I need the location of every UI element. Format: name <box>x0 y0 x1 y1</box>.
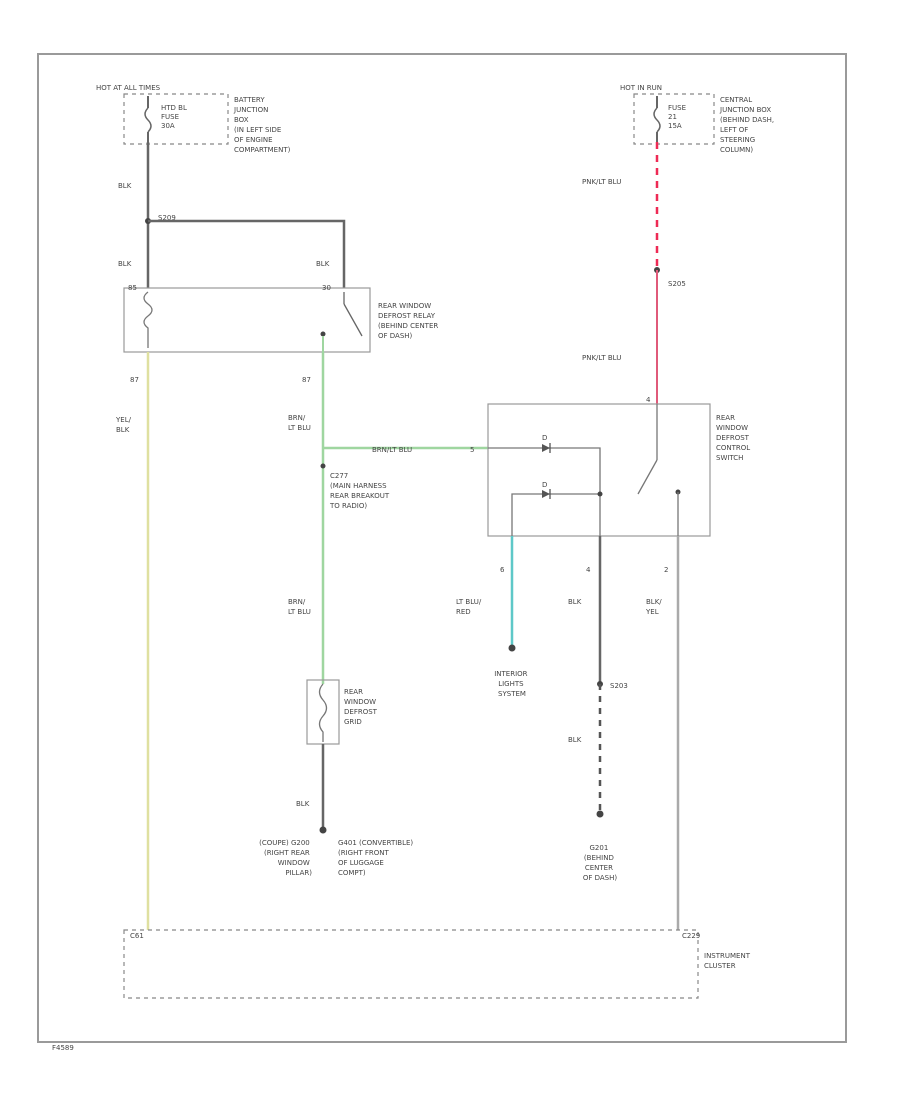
switch-internals <box>488 404 681 536</box>
blk-label-3: BLK <box>316 260 330 268</box>
relay-coil <box>143 291 153 348</box>
wire-s209-to-relay <box>148 219 346 288</box>
brn-ltblu-label-1: BRN/ LT BLU <box>288 414 311 432</box>
hot-in-run-label: HOT IN RUN <box>620 84 662 92</box>
central-junction-box-outline <box>633 93 715 145</box>
g201-label: G201 (BEHIND CENTER OF DASH) <box>583 844 618 882</box>
fuse-right-label: FUSE 21 15A <box>668 104 688 130</box>
yel-blk-label: YEL/ BLK <box>115 416 133 434</box>
blk-grid-label: BLK <box>296 800 310 808</box>
hot-at-all-times-label: HOT AT ALL TIMES <box>96 84 161 92</box>
ltblu-red-label: LT BLU/ RED <box>456 598 484 616</box>
footer-code: F4589 <box>52 1044 74 1052</box>
c277-label: C277 (MAIN HARNESS REAR BREAKOUT TO RADI… <box>329 472 391 510</box>
instrument-cluster-box <box>123 929 699 999</box>
interior-lights-terminal <box>508 644 516 652</box>
fuse-left-symbol <box>144 96 152 142</box>
blk-yel-label: BLK/ YEL <box>645 598 664 616</box>
defrost-grid-element <box>318 683 328 742</box>
battery-junction-box-outline <box>123 93 229 145</box>
switch-d1-label: D <box>542 434 547 442</box>
relay-pin-right: 30 <box>322 284 331 292</box>
s209-label: S209 <box>158 214 176 222</box>
switch-description: REAR WINDOW DEFROST CONTROL SWITCH <box>716 414 752 462</box>
relay-description: REAR WINDOW DEFROST RELAY (BEHIND CENTER… <box>378 302 440 340</box>
s203-label: S203 <box>610 682 628 690</box>
ground-g200-g401 <box>319 826 327 834</box>
defrost-control-switch-box <box>487 403 711 537</box>
brn-ltblu-horizontal-label: BRN/LT BLU <box>372 446 412 454</box>
switch-d2-label: D <box>542 481 547 489</box>
pin-87-left: 87 <box>130 376 139 384</box>
fuse-left-label: HTD BL FUSE 30A <box>161 104 189 130</box>
ground-left-label: (COUPE) G200 (RIGHT REAR WINDOW PILLAR) <box>259 839 312 877</box>
pnk-ltblu-label-1: PNK/LT BLU <box>582 178 621 186</box>
switch-pin-left: 5 <box>470 446 474 454</box>
grid-description: REAR WINDOW DEFROST GRID <box>344 688 379 726</box>
connector-c277 <box>320 463 326 469</box>
relay-switch-contact <box>320 292 363 352</box>
defrost-relay-box <box>123 287 371 353</box>
relay-pin-left: 85 <box>128 284 137 292</box>
battery-junction-box-label: BATTERY JUNCTION BOX (IN LEFT SIDE OF EN… <box>233 96 291 154</box>
pin-2-label: 2 <box>664 566 668 574</box>
cluster-pin-left: C61 <box>130 932 144 940</box>
blk-label-1: BLK <box>118 182 132 190</box>
instrument-cluster-label: INSTRUMENT CLUSTER <box>704 952 752 970</box>
interior-lights-label: INTERIOR LIGHTS SYSTEM <box>494 670 530 698</box>
pin-87-right: 87 <box>302 376 311 384</box>
central-junction-box-label: CENTRAL JUNCTION BOX (BEHIND DASH, LEFT … <box>719 96 776 154</box>
blk-s203-label: BLK <box>568 736 582 744</box>
fuse-right-symbol <box>653 96 661 142</box>
diagram-frame <box>37 53 847 1043</box>
blk-switch-label: BLK <box>568 598 582 606</box>
s205-label: S205 <box>668 280 686 288</box>
ground-right-label: G401 (CONVERTIBLE) (RIGHT FRONT OF LUGGA… <box>338 839 415 877</box>
pnk-ltblu-label-2: PNK/LT BLU <box>582 354 621 362</box>
ground-g201 <box>596 810 604 818</box>
brn-ltblu-label-2: BRN/ LT BLU <box>288 598 311 616</box>
cluster-pin-right: C229 <box>682 932 700 940</box>
pin-6-label: 6 <box>500 566 505 574</box>
switch-pin-top: 4 <box>646 396 651 404</box>
pin-4-label: 4 <box>586 566 591 574</box>
blk-label-2: BLK <box>118 260 132 268</box>
